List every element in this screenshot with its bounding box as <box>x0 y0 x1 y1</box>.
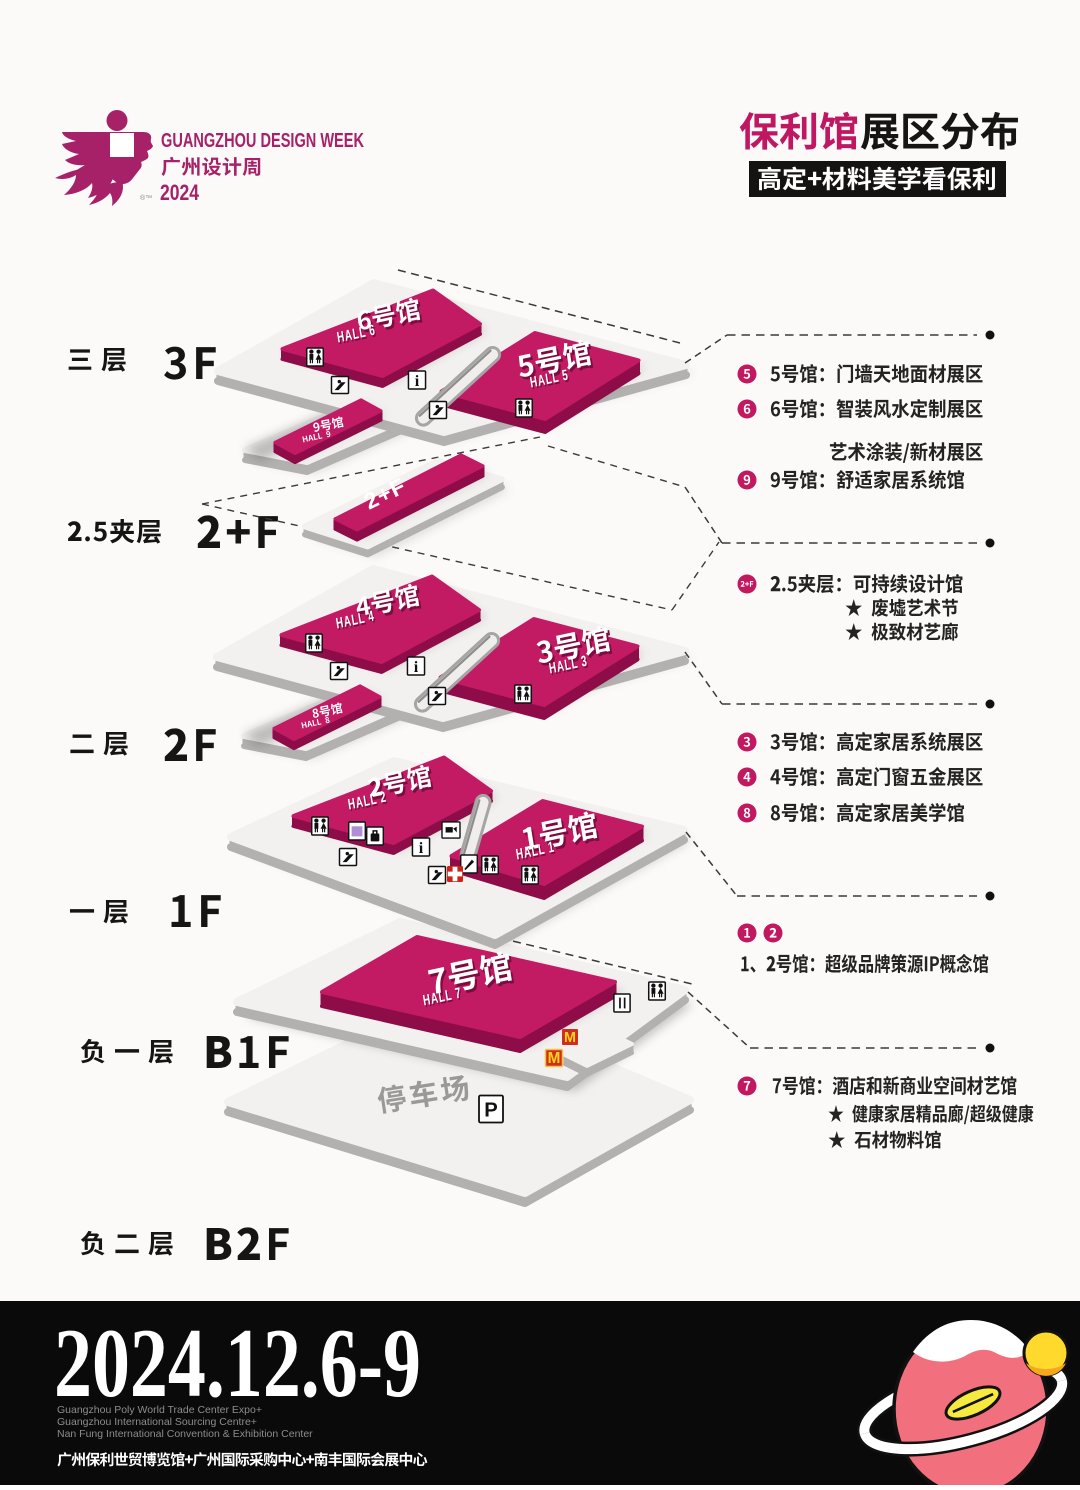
svg-text:P: P <box>484 1100 498 1122</box>
svg-text:M: M <box>548 1050 561 1067</box>
svg-text:2024: 2024 <box>160 180 200 205</box>
svg-text:Guangzhou International Sourci: Guangzhou International Sourcing Centre+ <box>57 1416 257 1428</box>
svg-text:i: i <box>419 839 424 857</box>
svg-text:i: i <box>414 658 419 676</box>
svg-text:i: i <box>415 372 420 390</box>
svg-text:Guangzhou Poly World Trade Cen: Guangzhou Poly World Trade Center Expo+ <box>57 1404 262 1416</box>
svg-text:M: M <box>564 1030 576 1046</box>
svg-text:GUANGZHOU DESIGN WEEK: GUANGZHOU DESIGN WEEK <box>161 130 364 152</box>
svg-text:2024.12.6-9: 2024.12.6-9 <box>54 1309 421 1418</box>
svg-text:Nan Fung International Convent: Nan Fung International Convention & Exhi… <box>57 1428 313 1440</box>
svg-text:®™: ®™ <box>140 194 152 202</box>
